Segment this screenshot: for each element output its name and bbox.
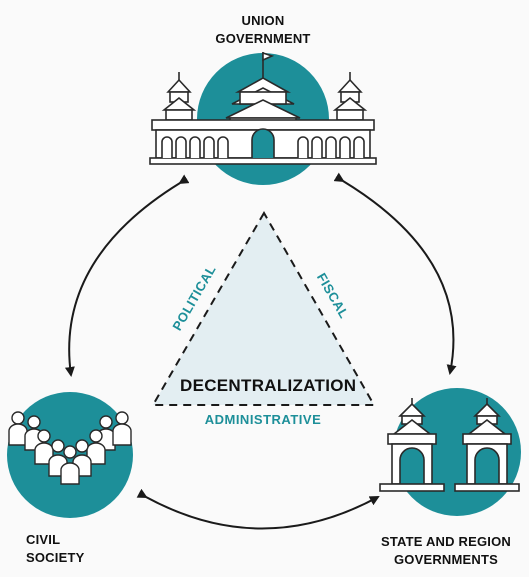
people-group-icon	[8, 411, 132, 485]
state-label-line2: GOVERNMENTS	[393, 552, 499, 567]
union-label-line1: UNION	[241, 13, 285, 28]
decentralization-triangle	[151, 210, 376, 406]
union-label-line2: GOVERNMENT	[215, 31, 311, 46]
civil-label-line1: CIVIL	[26, 532, 61, 547]
arrow-civil-state	[136, 488, 380, 530]
parliament-building-icon	[149, 51, 377, 165]
union-government-label: UNION GOVERNMENT	[210, 12, 316, 48]
arrow-union-state	[333, 172, 457, 375]
state-region-label: STATE AND REGION GOVERNMENTS	[371, 533, 521, 569]
decentralization-title: DECENTRALIZATION	[180, 376, 357, 395]
administrative-label: ADMINISTRATIVE	[204, 412, 322, 427]
civil-society-label: CIVIL SOCIETY	[26, 531, 96, 567]
state-label-line1: STATE AND REGION	[380, 534, 512, 549]
arrow-union-civil	[64, 174, 190, 377]
civil-label-line2: SOCIETY	[26, 550, 85, 565]
regional-buildings-icon	[379, 398, 520, 492]
